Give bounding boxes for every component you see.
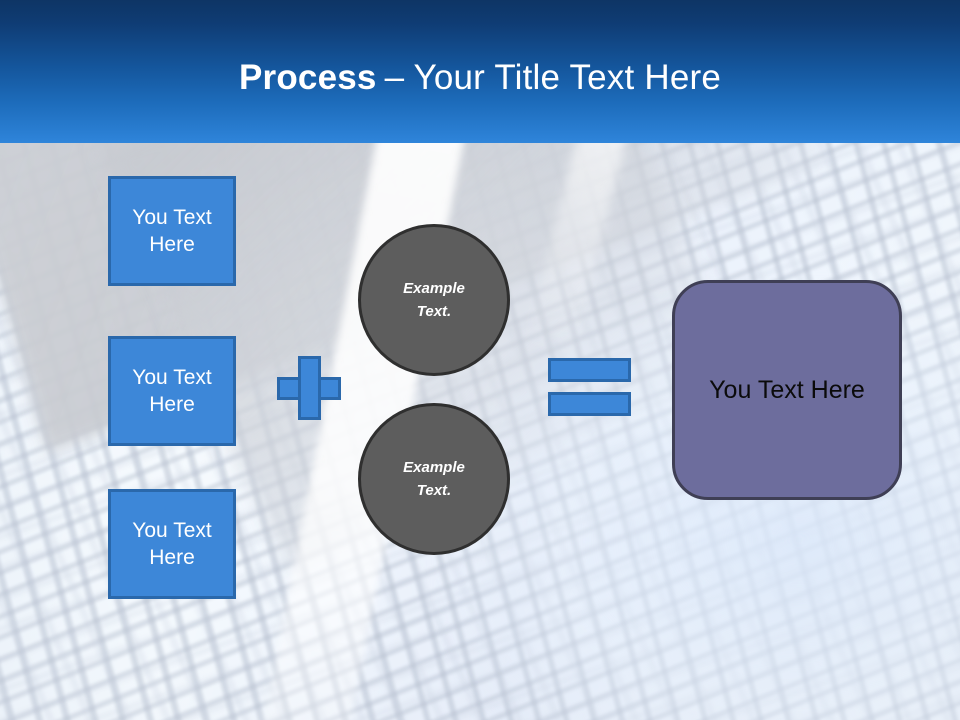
page-title-strong: Process: [238, 58, 377, 97]
example-circle-2-line2: Text.: [416, 482, 452, 499]
equals-top-bar: [548, 358, 631, 382]
title-banner: Process – Your Title Text Here: [0, 0, 960, 143]
page-title-rest: – Your Title Text Here: [384, 58, 722, 97]
input-box-1[interactable]: You Text Here: [108, 176, 236, 286]
equals-sign-icon: [548, 358, 631, 416]
example-circle-2[interactable]: Example Text.: [358, 403, 510, 555]
input-box-2[interactable]: You Text Here: [108, 336, 236, 446]
example-circle-1[interactable]: Example Text.: [358, 224, 510, 376]
example-circle-1-line2: Text.: [416, 303, 452, 320]
example-circle-1-line1: Example: [403, 280, 465, 297]
example-circle-2-line1: Example: [403, 459, 465, 476]
page-title: Process – Your Title Text Here: [0, 0, 960, 143]
example-circle-2-text: Example Text.: [403, 456, 465, 502]
input-box-3[interactable]: You Text Here: [108, 489, 236, 599]
equals-bottom-bar: [548, 392, 631, 416]
plus-center-fill: [301, 380, 318, 397]
result-box[interactable]: You Text Here: [672, 280, 902, 500]
plus-sign-icon: [277, 356, 341, 420]
example-circle-1-text: Example Text.: [403, 277, 465, 323]
